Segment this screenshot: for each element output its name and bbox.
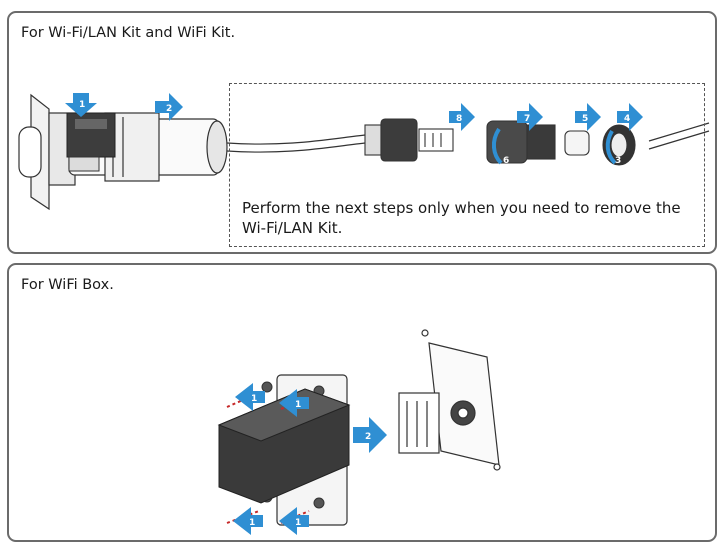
- step-label-3: 3: [615, 156, 621, 166]
- panel-title: For Wi-Fi/LAN Kit and WiFi Kit.: [21, 25, 236, 41]
- wifi-box-illustration: 1 1 1 1 2: [217, 329, 501, 535]
- svg-text:8: 8: [456, 114, 462, 124]
- wifi-box: [217, 388, 351, 504]
- step-arrow-1c: 1: [233, 507, 263, 535]
- cable: [226, 122, 710, 153]
- step-arrow-7: 7: [517, 103, 543, 131]
- step-arrow-1b: 1: [279, 389, 309, 417]
- svg-text:6: 6: [503, 156, 509, 166]
- connector-assembly: [364, 118, 636, 166]
- step-arrow-2: 2: [155, 93, 183, 121]
- camera-illustration: 1 2 8 7 6 5 4 3: [18, 93, 710, 211]
- cropped-header-text: [0, 0, 726, 8]
- conditional-steps-box: Perform the next steps only when you nee…: [229, 83, 705, 247]
- svg-text:1: 1: [295, 400, 301, 410]
- svg-text:1: 1: [79, 100, 85, 110]
- rotation-arrows: [492, 127, 617, 165]
- wifi-box-panel: For WiFi Box. 1 1: [7, 263, 717, 542]
- svg-text:5: 5: [582, 114, 588, 124]
- svg-text:7: 7: [524, 114, 530, 124]
- wifi-lan-kit-panel: For Wi-Fi/LAN Kit and WiFi Kit.: [7, 11, 717, 254]
- panel-title: For WiFi Box.: [21, 277, 114, 293]
- step-arrow-1: 1: [65, 93, 97, 117]
- wifi-module: [66, 112, 116, 172]
- svg-text:1: 1: [251, 394, 257, 404]
- conditional-steps-note: Perform the next steps only when you nee…: [242, 199, 681, 237]
- svg-text:2: 2: [365, 432, 371, 442]
- step-arrow-5: 5: [575, 103, 601, 131]
- svg-text:3: 3: [615, 156, 621, 166]
- wall-mount-bracket: [398, 329, 501, 471]
- svg-text:1: 1: [295, 518, 301, 528]
- svg-text:2: 2: [166, 104, 172, 114]
- step-arrow-1d: 1: [279, 507, 309, 535]
- step-arrow-8: 8: [449, 103, 475, 131]
- step-arrow-2: 2: [353, 417, 387, 453]
- step-label-6: 6: [503, 156, 509, 166]
- svg-text:4: 4: [624, 114, 630, 124]
- svg-text:1: 1: [249, 518, 255, 528]
- step-arrow-4: 4: [617, 103, 643, 131]
- step-arrow-1a: 1: [235, 383, 265, 411]
